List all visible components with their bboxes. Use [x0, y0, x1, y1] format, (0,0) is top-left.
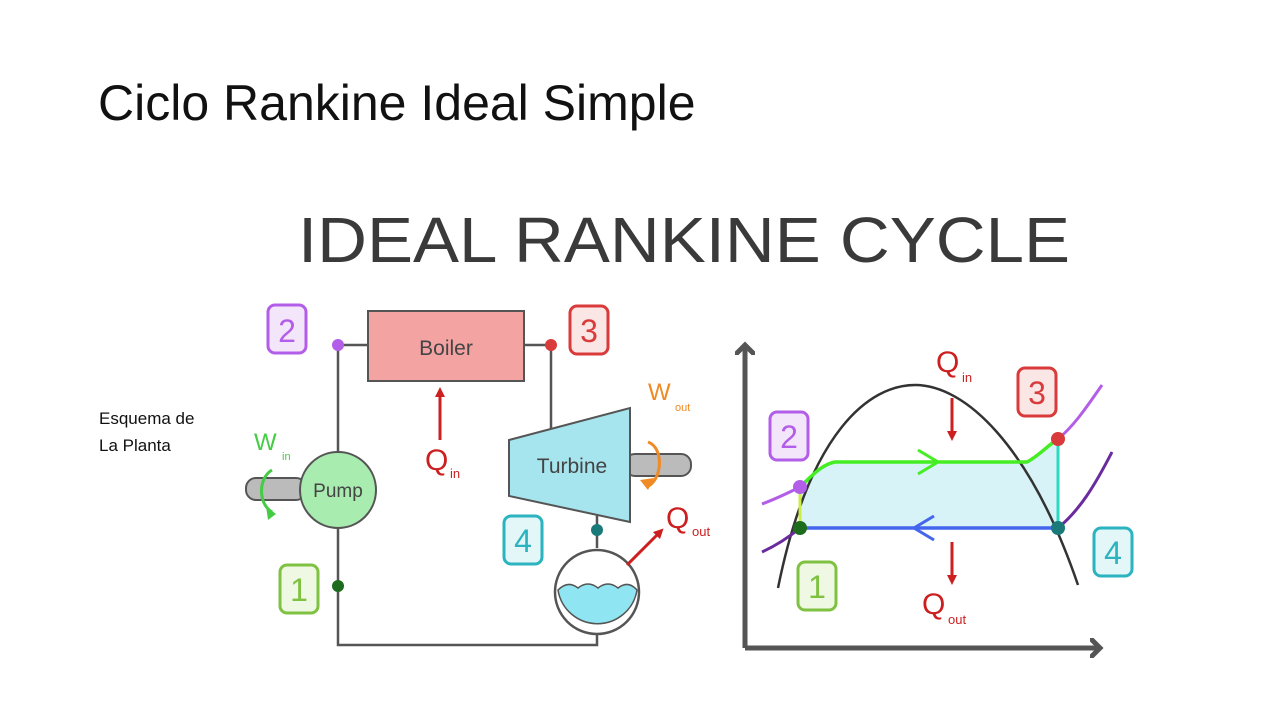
state-2-badge [266, 303, 308, 355]
side-caption: Esquema de La Planta [99, 405, 194, 459]
state-3-dot [545, 339, 557, 351]
w-out-subscript: out [675, 402, 690, 414]
heating-direction-arrow [917, 448, 941, 476]
ts-state-3-dot [1051, 432, 1065, 446]
state-1-badge-label: 1 [290, 572, 308, 608]
ts-state-4-badge [1092, 526, 1134, 578]
turbine-label: Turbine [537, 455, 607, 478]
ts-state-1-badge [796, 560, 838, 612]
caption-line-2: La Planta [99, 436, 171, 455]
state-1-dot [332, 580, 344, 592]
condenser-water-icon [557, 583, 638, 625]
ts-state-3-badge [1016, 366, 1058, 418]
ts-q-in-letter: Q [936, 346, 959, 379]
ts-state-1-badge-label: 1 [808, 569, 826, 605]
ts-state-4-badge-label: 4 [1104, 535, 1122, 571]
ts-diagram: Q in Q out 2 3 4 1 [745, 345, 1134, 648]
pump-rotation-arrowhead [266, 506, 276, 520]
high-pressure-isobar-superheat [1057, 384, 1104, 441]
ts-state-2-badge-label: 2 [780, 419, 798, 455]
boiler-box [367, 310, 525, 382]
pump-label: Pump [313, 481, 363, 502]
slide-title: Ciclo Rankine Ideal Simple [98, 75, 696, 131]
w-in-subscript: in [282, 451, 291, 463]
w-out-letter: W [648, 379, 671, 406]
rankine-diagram: IDEAL RANKINE CYCLE Boiler Q in Turbine … [245, 204, 1134, 685]
q-in-letter: Q [425, 444, 448, 477]
ts-state-2-dot [793, 480, 807, 494]
q-out-letter: Q [666, 502, 689, 535]
state-4-badge-label: 4 [514, 523, 532, 559]
plant-schematic: Boiler Q in Turbine W out Q out Pump W i… [245, 303, 710, 647]
ts-state-2-badge [768, 410, 810, 462]
diagram-heading: IDEAL RANKINE CYCLE [298, 204, 1070, 276]
state-2-badge-label: 2 [278, 313, 296, 349]
ts-q-out-subscript: out [948, 612, 966, 627]
state-3-badge [568, 304, 610, 356]
cycle-area [800, 439, 1058, 528]
boiler-label: Boiler [419, 337, 473, 360]
pump-body [299, 451, 377, 529]
q-out-subscript: out [692, 524, 710, 539]
ts-state-3-badge-label: 3 [1028, 375, 1046, 411]
pump-shaft [245, 477, 307, 501]
cooling-direction-arrow [911, 514, 935, 542]
ts-state-1-dot [793, 521, 807, 535]
state-3-badge-label: 3 [580, 313, 598, 349]
q-in-subscript: in [450, 466, 460, 481]
turbine-body [508, 406, 631, 524]
state-1-badge [278, 563, 320, 615]
ts-q-out-letter: Q [922, 588, 945, 621]
w-in-letter: W [254, 429, 277, 456]
ts-state-4-dot [1051, 521, 1065, 535]
state-4-dot [591, 524, 603, 536]
state-4-badge [502, 514, 544, 566]
heating-process-line [798, 437, 1059, 489]
q-out-arrow [625, 528, 664, 567]
ts-q-in-subscript: in [962, 370, 972, 385]
state-2-dot [332, 339, 344, 351]
pipe-pump-to-boiler [336, 343, 368, 455]
pipe-boiler-to-turbine [524, 343, 553, 430]
caption-line-1: Esquema de [99, 409, 195, 428]
turbine-rotation-arrowhead [640, 478, 654, 490]
low-pressure-isobar-right [1057, 451, 1114, 530]
